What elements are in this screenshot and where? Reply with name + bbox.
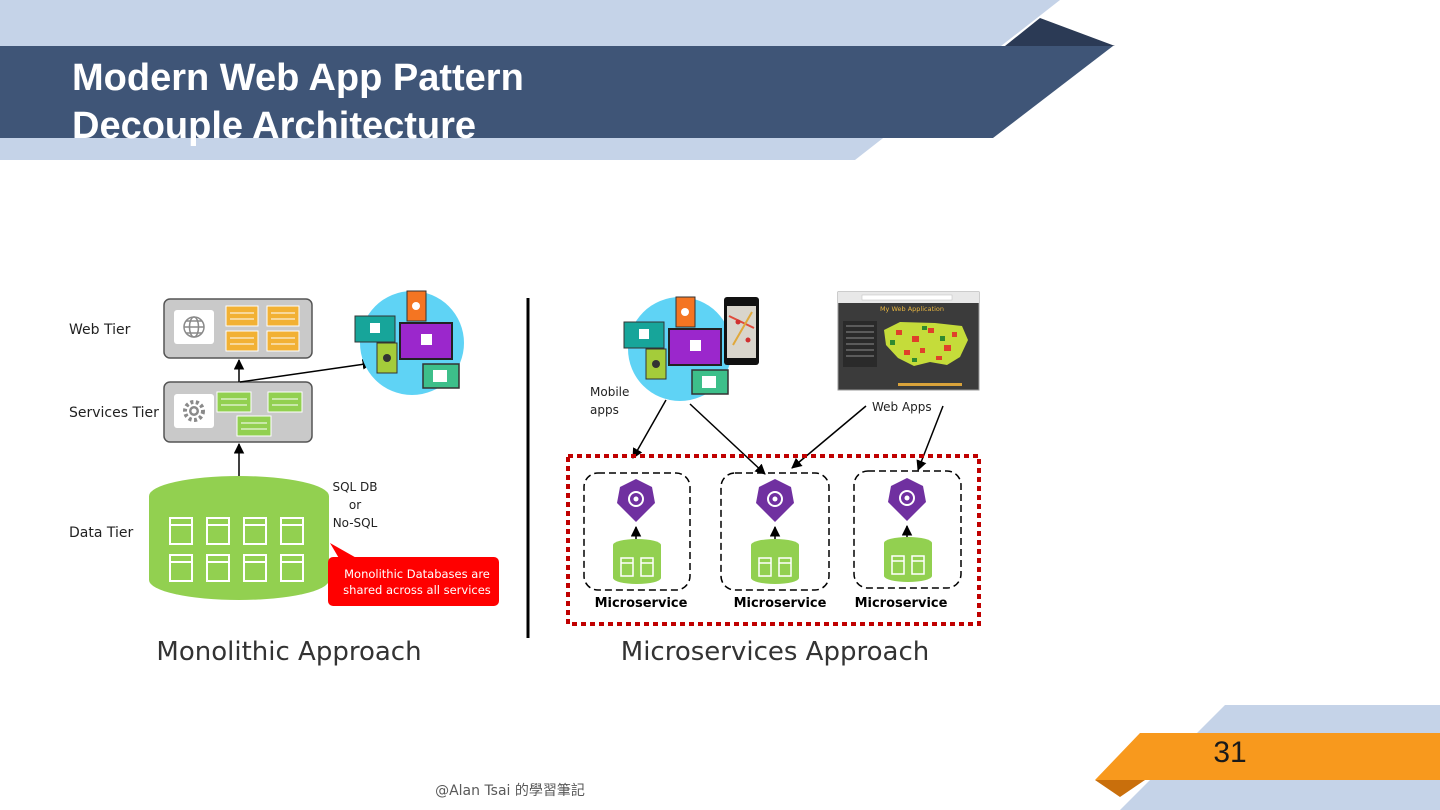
arrow-mobile-to-service-2 [689,403,766,475]
slide-title: Modern Web App Pattern Decouple Architec… [72,54,524,150]
microservice-2: Microservice [720,472,830,611]
web-tier-label: Web Tier [69,322,131,338]
microservice-1-label: Microservice [595,596,688,611]
footer-orange-shadow [1095,780,1145,797]
service-database-icon [751,539,799,584]
header-dark-accent [1005,18,1115,46]
gear-icon [183,400,205,422]
devices-cluster-microservices [623,296,759,401]
mobile-apps-line-2: apps [590,403,619,417]
service-database-icon [884,537,932,582]
mobile-apps-line-1: Mobile [590,385,629,399]
windows-monitor-icon [399,322,453,360]
db-type-line-3: No-SQL [333,516,378,530]
devices-cluster-monolithic [354,290,464,395]
services-tier-label: Services Tier [69,405,159,421]
service-database-icon [613,539,661,584]
arrow-services-to-devices [239,359,374,383]
web-apps-label: Web Apps [872,400,932,414]
footer-credit: @Alan Tsai 的學習筆記 [435,783,585,799]
microservice-3-label: Microservice [855,596,948,611]
monolithic-caption: Monolithic Approach [156,637,421,667]
header-blue-band [0,46,1113,138]
footer-orange-band [1095,733,1440,780]
windows-monitor-icon [668,328,722,366]
map-phone-icon [724,297,759,365]
monolithic-database [149,476,329,600]
services-tier-box [163,381,313,443]
service-component-blocks [216,391,303,437]
iphone-icon [675,296,696,328]
title-line-1: Modern Web App Pattern [72,57,524,99]
callout-line-2: shared across all services [343,583,491,597]
page-number: 31 [1213,736,1247,769]
callout-line-1: Monolithic Databases are [344,567,490,581]
microservices-boundary [566,454,981,626]
arrow-mobile-to-service-1 [632,399,667,459]
arrow-webapps-to-service-3 [916,405,944,471]
microservice-1: Microservice [583,472,691,611]
tablet-icon [422,363,460,389]
web-app-screen-title: My Web Application [880,305,944,313]
globe-icon [183,316,205,338]
windows-tablet-icon [354,315,396,343]
shared-db-callout: Monolithic Databases are shared across a… [328,543,499,606]
db-type-line-1: SQL DB [332,480,377,494]
web-app-screenshot: My Web Application [837,291,980,391]
tablet-icon [691,369,729,395]
microservice-3: Microservice [853,470,962,611]
microservice-2-label: Microservice [734,596,827,611]
iphone-icon [406,290,427,322]
db-type-line-2: or [349,498,361,512]
arrow-webapps-to-service-2 [791,405,867,469]
windows-tablet-icon [623,321,665,349]
android-phone-icon [645,348,667,380]
microservices-caption: Microservices Approach [621,637,929,667]
data-tier-label: Data Tier [69,525,134,541]
web-tier-box [163,298,313,359]
title-line-2: Decouple Architecture [72,105,477,147]
database-table-icons [169,517,304,582]
android-phone-icon [376,342,398,374]
web-component-blocks [225,305,300,352]
